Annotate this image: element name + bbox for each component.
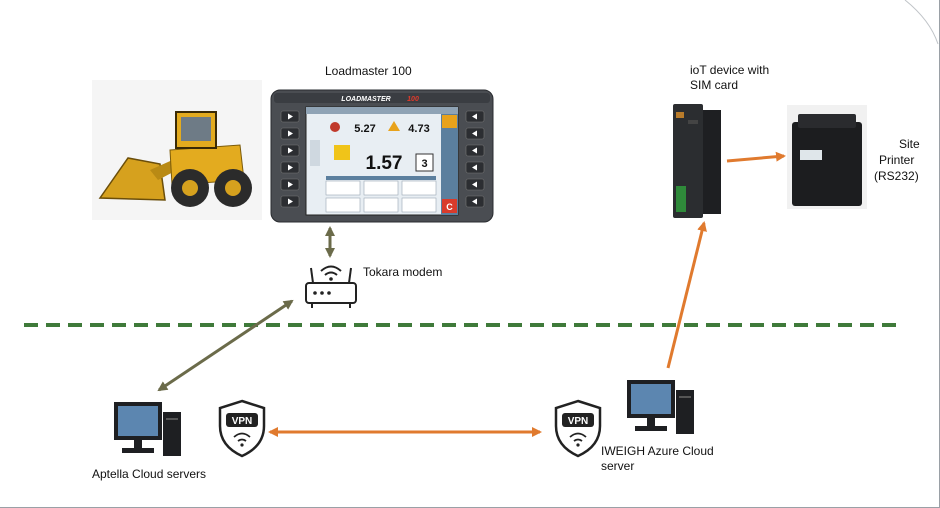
- vpn-shield-right-icon: VPN: [554, 399, 602, 458]
- screen-count: 3: [421, 158, 427, 170]
- vpn-shield-left-icon: VPN: [218, 399, 266, 458]
- iweigh-iot-link: [666, 221, 707, 369]
- iot-printer-link: [726, 151, 786, 163]
- corner-curve: [904, 0, 939, 45]
- vpn-right-label: VPN: [568, 416, 589, 427]
- printer-icon: [787, 105, 867, 209]
- iot-device-label-line1: ioT device with: [690, 63, 770, 77]
- aptella-label: Aptella Cloud servers: [92, 467, 207, 481]
- loadmaster-device: C: [270, 89, 494, 223]
- screen-main-value: 1.57: [366, 153, 403, 174]
- screen-value-left: 5.27: [354, 123, 375, 135]
- aptella-server-computer-icon: [114, 402, 181, 456]
- svg-text:C: C: [446, 202, 453, 212]
- router-icon: [305, 265, 357, 308]
- loadmaster-model-label: 100: [407, 96, 419, 103]
- modem-aptella-link: [157, 299, 294, 392]
- iweigh-server-computer-icon: [627, 380, 694, 434]
- iot-device-label-line2: SIM card: [690, 78, 739, 92]
- printer-label-line1: Site: [899, 137, 920, 151]
- loadmaster-label: Loadmaster 100: [325, 64, 412, 78]
- screen-value-right: 4.73: [408, 123, 429, 135]
- wheel-loader-icon: [92, 80, 262, 220]
- loadmaster-brand-label: LOADMASTER: [341, 96, 390, 103]
- printer-label-line3: (RS232): [874, 169, 919, 183]
- iot-device-icon: [673, 104, 721, 218]
- iweigh-label-line2: server: [601, 459, 635, 473]
- vpn-left-label: VPN: [232, 416, 253, 427]
- iweigh-label-line1: IWEIGH Azure Cloud: [601, 444, 714, 458]
- modem-label: Tokara modem: [363, 265, 443, 279]
- printer-label-line2: Printer: [879, 153, 915, 167]
